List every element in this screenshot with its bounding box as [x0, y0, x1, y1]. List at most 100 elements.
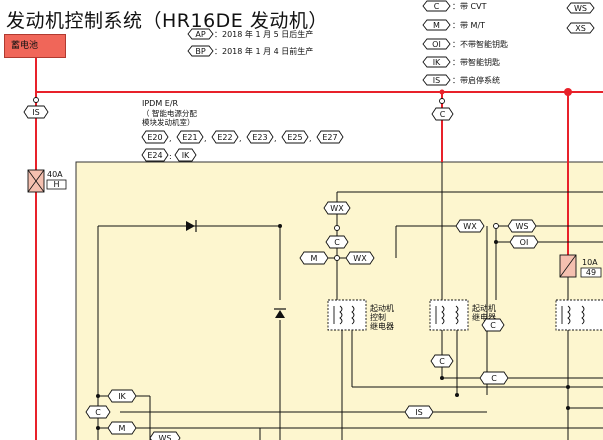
page-title: 发动机控制系统（HR16DE 发动机）	[6, 10, 328, 32]
note-ap-text: ：2018 年 1 月 5 日后生产	[214, 29, 313, 39]
svg-text:：带 M/T: ：带 M/T	[452, 21, 485, 30]
legend-item-is: IS ：带启停系统	[422, 74, 500, 86]
svg-text:M: M	[311, 254, 318, 263]
svg-text:C: C	[491, 374, 497, 383]
legend-item-c: C ：带 CVT	[422, 0, 487, 12]
tag-c-main: C	[431, 107, 454, 121]
svg-text:IK: IK	[118, 392, 126, 401]
svg-text:,: ,	[274, 134, 277, 143]
svg-text:E20: E20	[147, 133, 162, 142]
fuse-40a-id: H	[53, 180, 59, 189]
svg-text:E24: E24	[147, 151, 162, 160]
svg-text:C: C	[490, 321, 496, 330]
fuse-40a-amp: 40A	[47, 170, 63, 179]
relay-right-partial	[555, 299, 603, 331]
ipdm-connectors: E20 , E21 , E22 , E23 , E25 , E27 E24 : …	[141, 130, 344, 162]
svg-text:控制: 控制	[370, 312, 386, 322]
splice-dot	[439, 89, 445, 95]
svg-text:WS: WS	[574, 4, 587, 13]
connector-e21: E21	[176, 130, 204, 144]
tag-oi-right: OI	[509, 235, 539, 249]
svg-text:IK: IK	[182, 151, 190, 160]
svg-text:OI: OI	[520, 238, 529, 247]
fuse-10a-id: 49	[586, 268, 596, 277]
connector-e24-tag: IK	[174, 148, 197, 162]
svg-text:继电器: 继电器	[370, 321, 394, 331]
svg-text:IS: IS	[32, 108, 39, 117]
note-ap-code: AP	[195, 30, 205, 39]
tag-m-left: M	[299, 251, 329, 265]
tag-ik-bottom: IK	[107, 389, 137, 403]
connector-e22: E22	[211, 130, 239, 144]
tag-wx-right: WX	[455, 219, 485, 233]
svg-text:WS: WS	[159, 434, 172, 440]
svg-text:M: M	[119, 424, 126, 433]
svg-text:,: ,	[169, 134, 172, 143]
connector-e20: E20	[141, 130, 169, 144]
tag-ws-bottom: WS	[149, 431, 181, 440]
tag-c-top: C	[325, 235, 349, 249]
note-bp-text: ：2018 年 1 月 4 日前生产	[214, 46, 313, 56]
legend-item-m: M ：带 M/T	[422, 19, 485, 31]
ipdm-title: IPDM E/R	[142, 99, 179, 108]
fuse-10a: 10A 49	[559, 254, 602, 278]
splice-dot	[564, 88, 572, 96]
connector-e25: E25	[281, 130, 309, 144]
legend-item-oi: OI ：不带智能钥匙	[422, 38, 508, 50]
diode-horizontal	[186, 220, 197, 232]
note-bp: BP ：2018 年 1 月 4 日前生产	[187, 45, 313, 57]
svg-text:WS: WS	[516, 222, 529, 231]
svg-text::: :	[169, 152, 172, 161]
battery-box: 蓄电池	[4, 34, 66, 58]
svg-text:：带智能钥匙: ：带智能钥匙	[452, 57, 500, 67]
ipdm-subtitle-1: （ 智能电源分配	[142, 108, 197, 118]
ipdm-label: IPDM E/R （ 智能电源分配 模块发动机室）	[142, 99, 197, 127]
tag-c-left-bottom: C	[85, 405, 111, 419]
diode-vertical	[274, 308, 286, 318]
legend-item-xs: XS	[566, 22, 595, 34]
svg-text:XS: XS	[575, 24, 586, 33]
svg-text:,: ,	[204, 134, 207, 143]
svg-text:C: C	[439, 357, 445, 366]
svg-text:：带启停系统: ：带启停系统	[452, 75, 500, 85]
tag-wx-mid: WX	[345, 251, 375, 265]
svg-text:：不带智能钥匙: ：不带智能钥匙	[452, 39, 508, 49]
connector-e27: E27	[316, 130, 344, 144]
svg-text:WX: WX	[330, 204, 344, 213]
svg-text:C: C	[334, 238, 340, 247]
svg-text:C: C	[440, 110, 446, 119]
tag-c-mid: C	[430, 354, 454, 368]
svg-text:E23: E23	[252, 133, 267, 142]
tag-m-bottom: M	[107, 421, 137, 435]
svg-text:C: C	[95, 408, 101, 417]
svg-text:C: C	[434, 2, 440, 11]
svg-text:IS: IS	[433, 76, 440, 85]
svg-text:,: ,	[309, 134, 312, 143]
fuse-10a-amp: 10A	[582, 258, 598, 267]
legend: C ：带 CVT M ：带 M/T OI ：不带智能钥匙 IK ：带智能钥匙 I…	[422, 0, 595, 86]
svg-text:E22: E22	[217, 133, 232, 142]
legend-item-ws: WS	[566, 2, 595, 14]
svg-text:E21: E21	[182, 133, 197, 142]
tag-is-main: IS	[23, 105, 49, 119]
svg-text:：带 CVT: ：带 CVT	[452, 2, 487, 11]
fuse-40a: 40A H	[27, 169, 67, 193]
svg-text:E27: E27	[322, 133, 337, 142]
tag-ws-right: WS	[507, 219, 537, 233]
tag-is-bottom: IS	[404, 405, 434, 419]
power-lines	[35, 58, 603, 440]
connector-e23: E23	[246, 130, 274, 144]
note-bp-code: BP	[195, 47, 205, 56]
svg-text:WX: WX	[353, 254, 367, 263]
relay-starter: 起动机 继电器	[429, 299, 496, 331]
svg-text:继电器: 继电器	[472, 312, 496, 322]
svg-text:IS: IS	[415, 408, 422, 417]
ipdm-subtitle-2: 模块发动机室）	[142, 117, 195, 127]
svg-text:E25: E25	[287, 133, 302, 142]
svg-text:起动机: 起动机	[472, 303, 496, 313]
svg-text:WX: WX	[463, 222, 477, 231]
tag-wx-top: WX	[323, 201, 351, 215]
legend-item-ik: IK ：带智能钥匙	[422, 56, 500, 68]
svg-text:起动机: 起动机	[370, 303, 394, 313]
svg-text:M: M	[433, 21, 440, 30]
